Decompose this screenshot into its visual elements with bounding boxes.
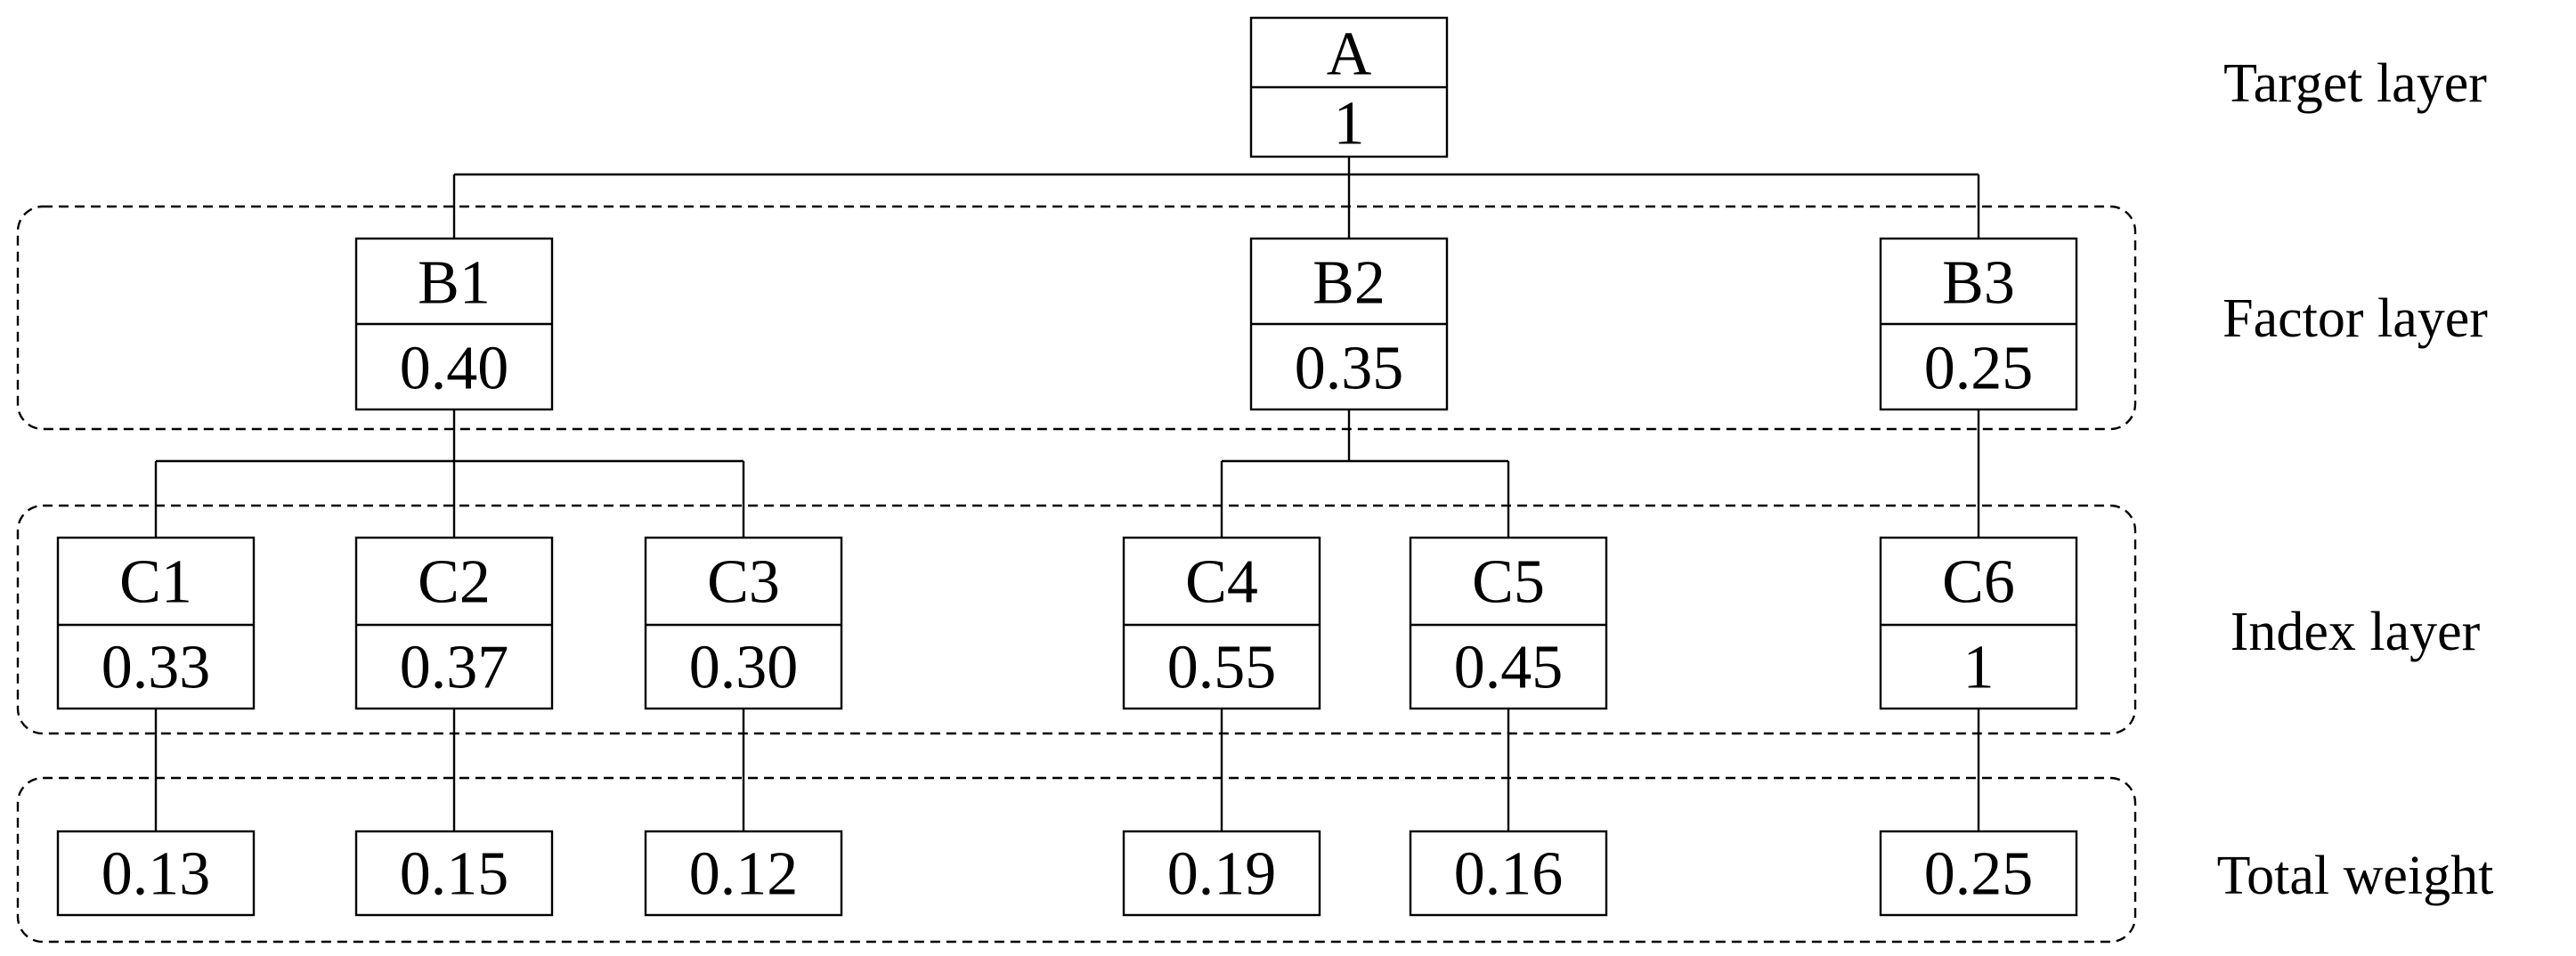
node-b1-weight: 0.40	[400, 335, 509, 403]
connector-a-to-factors	[452, 157, 1980, 239]
total-c5-value: 0.16	[1454, 840, 1564, 909]
total-c2-value: 0.15	[400, 840, 509, 909]
node-c6: C6 1	[1879, 536, 2078, 710]
total-c6: 0.25	[1879, 830, 2078, 917]
node-a: A 1	[1249, 16, 1449, 158]
node-a-name: A	[1327, 20, 1372, 89]
layer-label-target: Target layer	[2223, 53, 2487, 114]
node-c2-name: C2	[418, 548, 491, 617]
node-c6-name: C6	[1942, 548, 2015, 617]
node-b3: B3 0.25	[1879, 237, 2078, 411]
node-c3-weight: 0.30	[689, 634, 799, 702]
node-a-weight: 1	[1334, 90, 1365, 158]
total-c3-value: 0.12	[689, 840, 799, 909]
total-c1: 0.13	[56, 830, 256, 917]
node-c1: C1 0.33	[56, 536, 256, 710]
index-layer-group	[16, 504, 2137, 735]
node-c1-weight: 0.33	[102, 634, 211, 702]
connector-b2-to-c4-c5	[1220, 409, 1510, 538]
connector-b1-to-c1-c3	[154, 409, 745, 538]
connectors	[154, 157, 1980, 831]
node-c6-weight: 1	[1963, 634, 1995, 702]
node-c2: C2 0.37	[354, 536, 554, 710]
layer-label-total: Total weight	[2217, 846, 2494, 906]
node-c2-weight: 0.37	[400, 634, 509, 702]
total-c2: 0.15	[354, 830, 554, 917]
node-b2-weight: 0.35	[1295, 335, 1404, 403]
node-c4-weight: 0.55	[1167, 634, 1277, 702]
connector-index-to-total	[154, 709, 1980, 831]
total-c6-value: 0.25	[1924, 840, 2034, 909]
layer-label-factor: Factor layer	[2223, 288, 2488, 349]
node-b1: B1 0.40	[354, 237, 554, 411]
node-c3-name: C3	[707, 548, 780, 617]
node-c4: C4 0.55	[1122, 536, 1321, 710]
node-b1-name: B1	[418, 249, 491, 318]
node-c5-weight: 0.45	[1454, 634, 1564, 702]
total-c3: 0.12	[644, 830, 843, 917]
total-c1-value: 0.13	[102, 840, 211, 909]
node-b2: B2 0.35	[1249, 237, 1449, 411]
layer-label-index: Index layer	[2231, 602, 2481, 662]
total-c4: 0.19	[1122, 830, 1321, 917]
node-c5-name: C5	[1472, 548, 1545, 617]
total-weight-group	[16, 776, 2137, 944]
total-c5: 0.16	[1409, 830, 1608, 917]
node-b3-weight: 0.25	[1924, 335, 2034, 403]
factor-layer-group	[16, 205, 2137, 431]
node-c4-name: C4	[1185, 548, 1258, 617]
node-b2-name: B2	[1312, 249, 1386, 318]
node-c5: C5 0.45	[1409, 536, 1608, 710]
node-b3-name: B3	[1942, 249, 2015, 318]
node-c3: C3 0.30	[644, 536, 843, 710]
node-c1-name: C1	[119, 548, 192, 617]
total-c4-value: 0.19	[1167, 840, 1277, 909]
